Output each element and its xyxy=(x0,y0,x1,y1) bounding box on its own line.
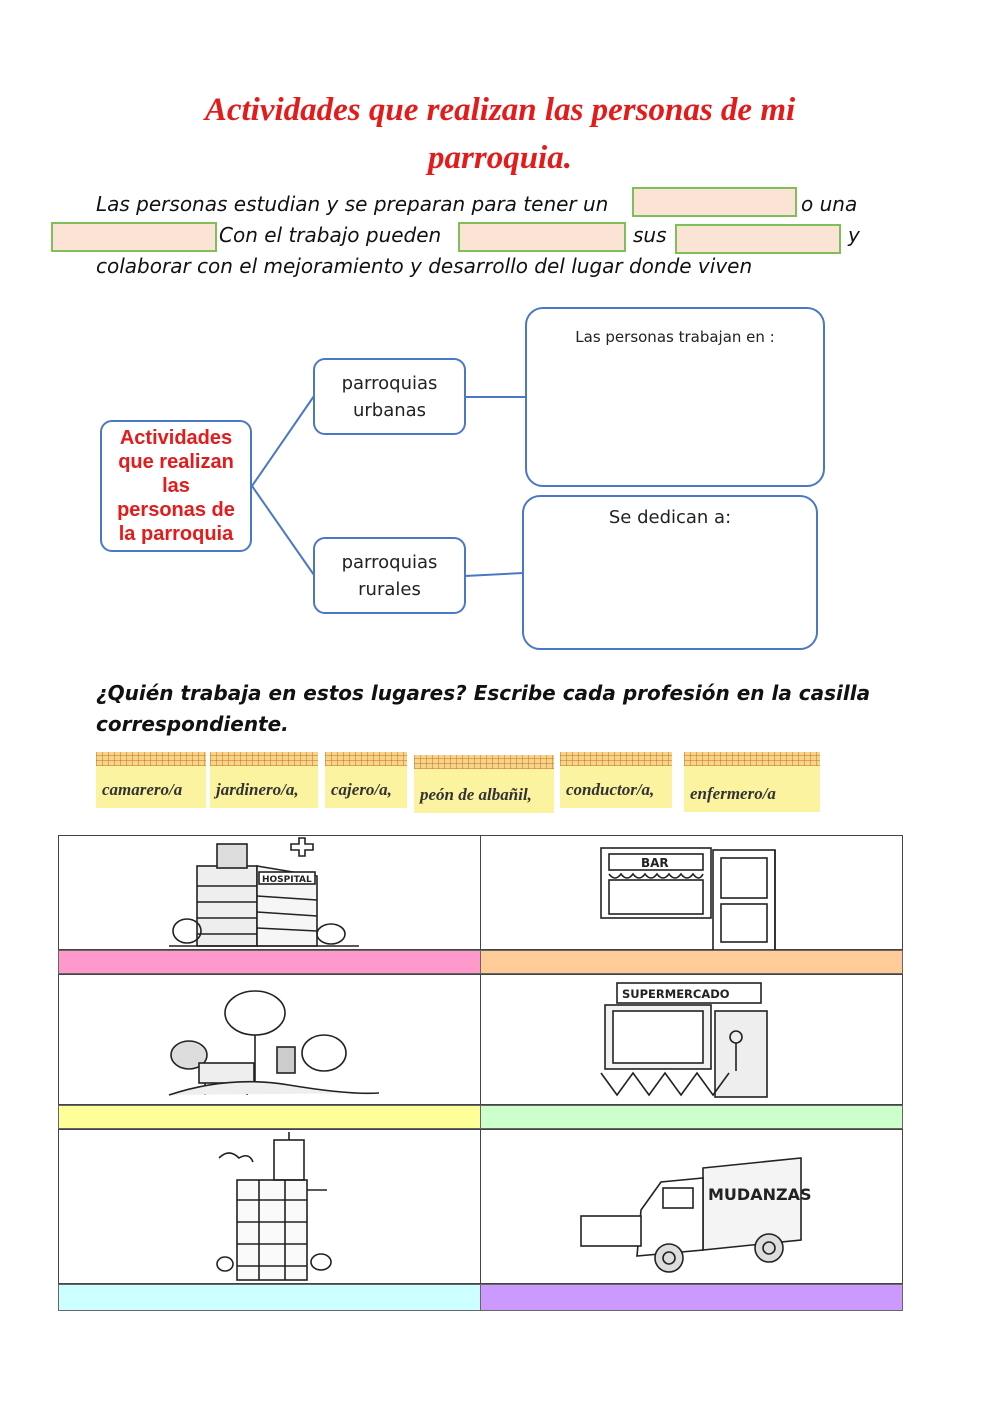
answer-box-construction[interactable] xyxy=(58,1284,481,1311)
place-cell-bar: BAR xyxy=(480,835,903,951)
connector-rural-answer xyxy=(464,572,524,577)
answer-box-moving-truck[interactable] xyxy=(480,1284,903,1311)
supermarket-icon: SUPERMERCADO xyxy=(600,982,768,1098)
hospital-sign: HOSPITAL xyxy=(262,875,312,885)
place-cell-supermarket: SUPERMERCADO xyxy=(480,974,903,1105)
bar-icon: BAR xyxy=(600,847,776,951)
word-cajero[interactable]: cajero/a, xyxy=(325,752,407,808)
page-title: Actividades que realizan las personas de… xyxy=(100,86,900,182)
question-text: ¿Quién trabaja en estos lugares? Escribe… xyxy=(96,681,871,736)
paragraph-line-2-c: y xyxy=(848,223,860,247)
rural-answer-box[interactable]: Se dedican a: xyxy=(522,495,818,650)
title-line-1: Actividades que realizan las personas de… xyxy=(204,92,796,128)
answer-box-hospital[interactable] xyxy=(58,950,481,974)
hospital-icon: HOSPITAL xyxy=(169,837,359,947)
places-table: HOSPITAL BAR xyxy=(58,835,903,1311)
blank-3-input[interactable] xyxy=(458,222,626,252)
title-line-2: parroquia. xyxy=(428,140,572,176)
park-icon xyxy=(168,990,380,1096)
blank-1-input[interactable] xyxy=(632,187,797,217)
word-peon-albanil[interactable]: peón de albañil, xyxy=(414,755,554,813)
word-conductor[interactable]: conductor/a, xyxy=(560,752,672,808)
blank-2-input[interactable] xyxy=(51,222,217,252)
place-cell-construction xyxy=(58,1129,481,1284)
place-cell-moving-truck: MUDANZAS xyxy=(480,1129,903,1284)
moving-truck-sign: MUDANZAS xyxy=(708,1185,811,1204)
bar-sign: BAR xyxy=(641,856,669,870)
paragraph-line-2-a: Con el trabajo pueden xyxy=(219,223,442,247)
answer-box-bar[interactable] xyxy=(480,950,903,974)
place-cell-park xyxy=(58,974,481,1105)
connector-root-rural xyxy=(251,485,315,576)
rural-answer-label: Se dedican a: xyxy=(608,507,732,528)
urban-answer-label: Las personas trabajan en : xyxy=(575,328,775,346)
blank-4-input[interactable] xyxy=(675,224,841,254)
paragraph-line-1-end: o una xyxy=(801,192,858,216)
urban-answer-box[interactable]: Las personas trabajan en : xyxy=(525,307,825,487)
supermarket-sign: SUPERMERCADO xyxy=(622,987,730,1001)
word-jardinero[interactable]: jardinero/a, xyxy=(210,752,318,808)
word-camarero[interactable]: camarero/a xyxy=(96,752,206,808)
word-enfermero[interactable]: enfermero/a xyxy=(684,752,820,812)
place-cell-hospital: HOSPITAL xyxy=(58,835,481,950)
moving-truck-icon: MUDANZAS xyxy=(580,1157,811,1273)
answer-box-supermarket[interactable] xyxy=(480,1105,903,1129)
paragraph-line-1: Las personas estudian y se preparan para… xyxy=(96,192,609,216)
answer-box-park[interactable] xyxy=(58,1105,481,1129)
diagram-connectors xyxy=(251,395,526,577)
paragraph-line-2-b: sus xyxy=(633,223,667,247)
construction-icon xyxy=(216,1132,332,1281)
paragraph-line-3: colaborar con el mejoramiento y desarrol… xyxy=(96,254,753,278)
connector-root-urban xyxy=(251,395,315,487)
diagram-root-box: Actividades que realizan las personas de… xyxy=(100,420,252,552)
